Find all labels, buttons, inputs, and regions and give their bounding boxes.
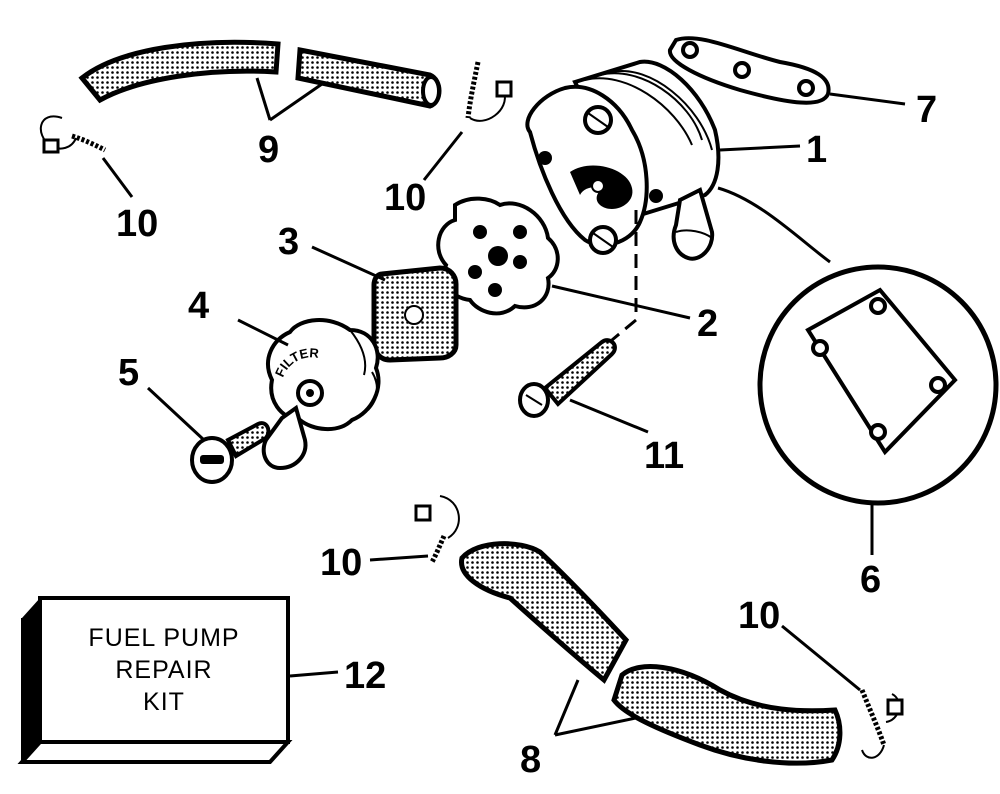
callout-7: 7 <box>916 89 937 131</box>
leader-line-10b <box>422 131 464 181</box>
callout-10b: 10 <box>384 177 426 219</box>
callout-12: 12 <box>344 655 386 697</box>
part-10-clamp-top-left <box>39 115 107 154</box>
leader-line-10a <box>101 157 134 198</box>
leader-line-10d <box>781 624 861 692</box>
kit-label-line-1: FUEL PUMP <box>88 624 239 652</box>
callout-9: 9 <box>258 129 279 171</box>
kit-label-line-2: REPAIR <box>115 656 212 684</box>
leader-line-9 <box>255 77 323 122</box>
callout-10c: 10 <box>320 542 362 584</box>
part-9-hose-right <box>295 47 442 109</box>
leader-line-7 <box>829 92 906 106</box>
part-9-hose-left <box>78 39 281 104</box>
part-1-fuel-pump <box>525 59 721 261</box>
part-2-diaphragm <box>436 196 560 316</box>
leader-line-4 <box>237 318 289 347</box>
part-8-hose-lower <box>611 664 843 766</box>
leader-line-5 <box>146 386 206 442</box>
leader-line-1 <box>719 144 801 152</box>
leader-line-12 <box>289 670 339 678</box>
callout-4: 4 <box>188 285 209 327</box>
callout-10a: 10 <box>116 203 158 245</box>
kit-label-line-3: KIT <box>143 688 185 716</box>
callout-1: 1 <box>806 129 827 171</box>
leader-line-3 <box>311 245 386 282</box>
part-12-repair-kit-box: FUEL PUMP REPAIR KIT <box>17 596 293 764</box>
callout-5: 5 <box>118 352 139 394</box>
assembly-guide-line <box>611 210 638 342</box>
leader-line-11 <box>569 398 649 434</box>
part-4-filter-cover: FILTER <box>261 318 381 471</box>
part-6-inset-circle <box>757 264 999 506</box>
callout-10d: 10 <box>738 595 780 637</box>
callout-3: 3 <box>278 221 299 263</box>
callout-6: 6 <box>860 559 881 601</box>
part-10-clamp-middle <box>414 495 460 564</box>
leader-line-10c <box>369 554 429 562</box>
part-7-gasket <box>668 36 831 105</box>
callout-8: 8 <box>520 739 541 781</box>
callout-2: 2 <box>697 303 718 345</box>
leader-line-2 <box>551 284 691 320</box>
part-11-screw <box>518 338 617 418</box>
part-10-clamp-top-middle <box>465 61 513 122</box>
callout-11: 11 <box>644 435 684 477</box>
part-10-clamp-bottom-right <box>859 689 904 759</box>
part-3-filter-screen <box>371 265 459 363</box>
inset-connector-line <box>717 186 831 264</box>
leader-line-8 <box>553 679 637 737</box>
part-5-screw <box>190 421 271 484</box>
part-8-hose-upper <box>459 541 630 684</box>
